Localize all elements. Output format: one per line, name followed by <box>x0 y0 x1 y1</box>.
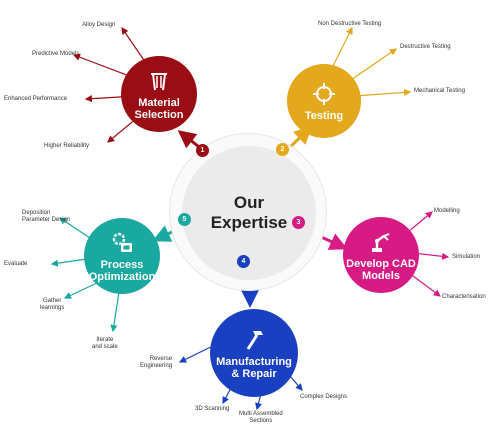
step-badge: 3 <box>292 216 305 229</box>
sub-item-label: Predictive Models <box>32 51 80 57</box>
sub-item-label: Non Destructive Testing <box>318 21 382 27</box>
node-label: Develop CAD Models <box>346 257 416 282</box>
gear-process-icon <box>112 232 132 252</box>
node-develop-cad-models[interactable]: Develop CAD Models <box>343 217 419 293</box>
center-title-line1: Our <box>233 193 265 212</box>
sub-item-label: Complex Designs <box>300 394 348 400</box>
center-title-line2: Expertise <box>210 213 288 232</box>
sub-connector-arrow <box>407 211 433 233</box>
sub-item-label: Modelling <box>434 208 460 214</box>
sub-item-label: Mechanical Testing <box>414 88 465 94</box>
node-label: Testing <box>304 109 344 122</box>
node-label: Manufacturing & Repair <box>216 355 292 380</box>
sub-connector-arrow <box>289 375 303 391</box>
sub-item-label: Evaluate <box>4 261 28 267</box>
sub-item-label: Enhanced Performance <box>4 96 68 102</box>
node-label: Material Selection <box>134 96 184 121</box>
sub-item-label: Gather learnings <box>40 298 65 311</box>
sub-connector-arrow <box>347 48 397 83</box>
hammer-icon <box>246 330 263 350</box>
sub-item-label: Iterate and scale <box>92 337 118 350</box>
sub-item-label: Alloy Design <box>82 22 116 28</box>
robot-arm-icon <box>372 232 390 252</box>
sub-connector-arrow <box>59 217 94 241</box>
node-testing[interactable]: Testing <box>287 64 361 138</box>
node-label: Process Optimization <box>88 258 156 283</box>
crucible-icon <box>151 72 167 90</box>
step-badge: 2 <box>276 143 289 156</box>
sub-connector-arrow <box>63 282 98 299</box>
sub-item-label: Higher Reliability <box>44 143 90 149</box>
sub-connector-arrow <box>110 291 120 333</box>
sub-item-label: 3D Scanning <box>195 406 230 412</box>
sub-item-label: Simulation <box>452 254 481 260</box>
node-manufacturing-repair[interactable]: Manufacturing & Repair <box>210 309 298 397</box>
sub-item-label: Deposition Parameter Design <box>22 210 71 223</box>
step-badge: 4 <box>237 255 250 268</box>
step-badge: 1 <box>196 144 209 157</box>
node-process-optimization[interactable]: Process Optimization <box>84 218 160 294</box>
sub-item-label: Multi Assembled Sections <box>239 411 283 424</box>
crosshair-icon <box>313 82 335 105</box>
sub-item-label: Reverse Engineering <box>140 356 173 369</box>
sub-connector-arrow <box>354 88 412 97</box>
step-badge: 5 <box>178 213 191 226</box>
sub-connector-arrow <box>50 258 88 267</box>
sub-item-label: Characterisation <box>442 294 486 300</box>
sub-item-label: Destructive Testing <box>400 44 451 50</box>
node-material-selection[interactable]: Material Selection <box>121 56 197 132</box>
